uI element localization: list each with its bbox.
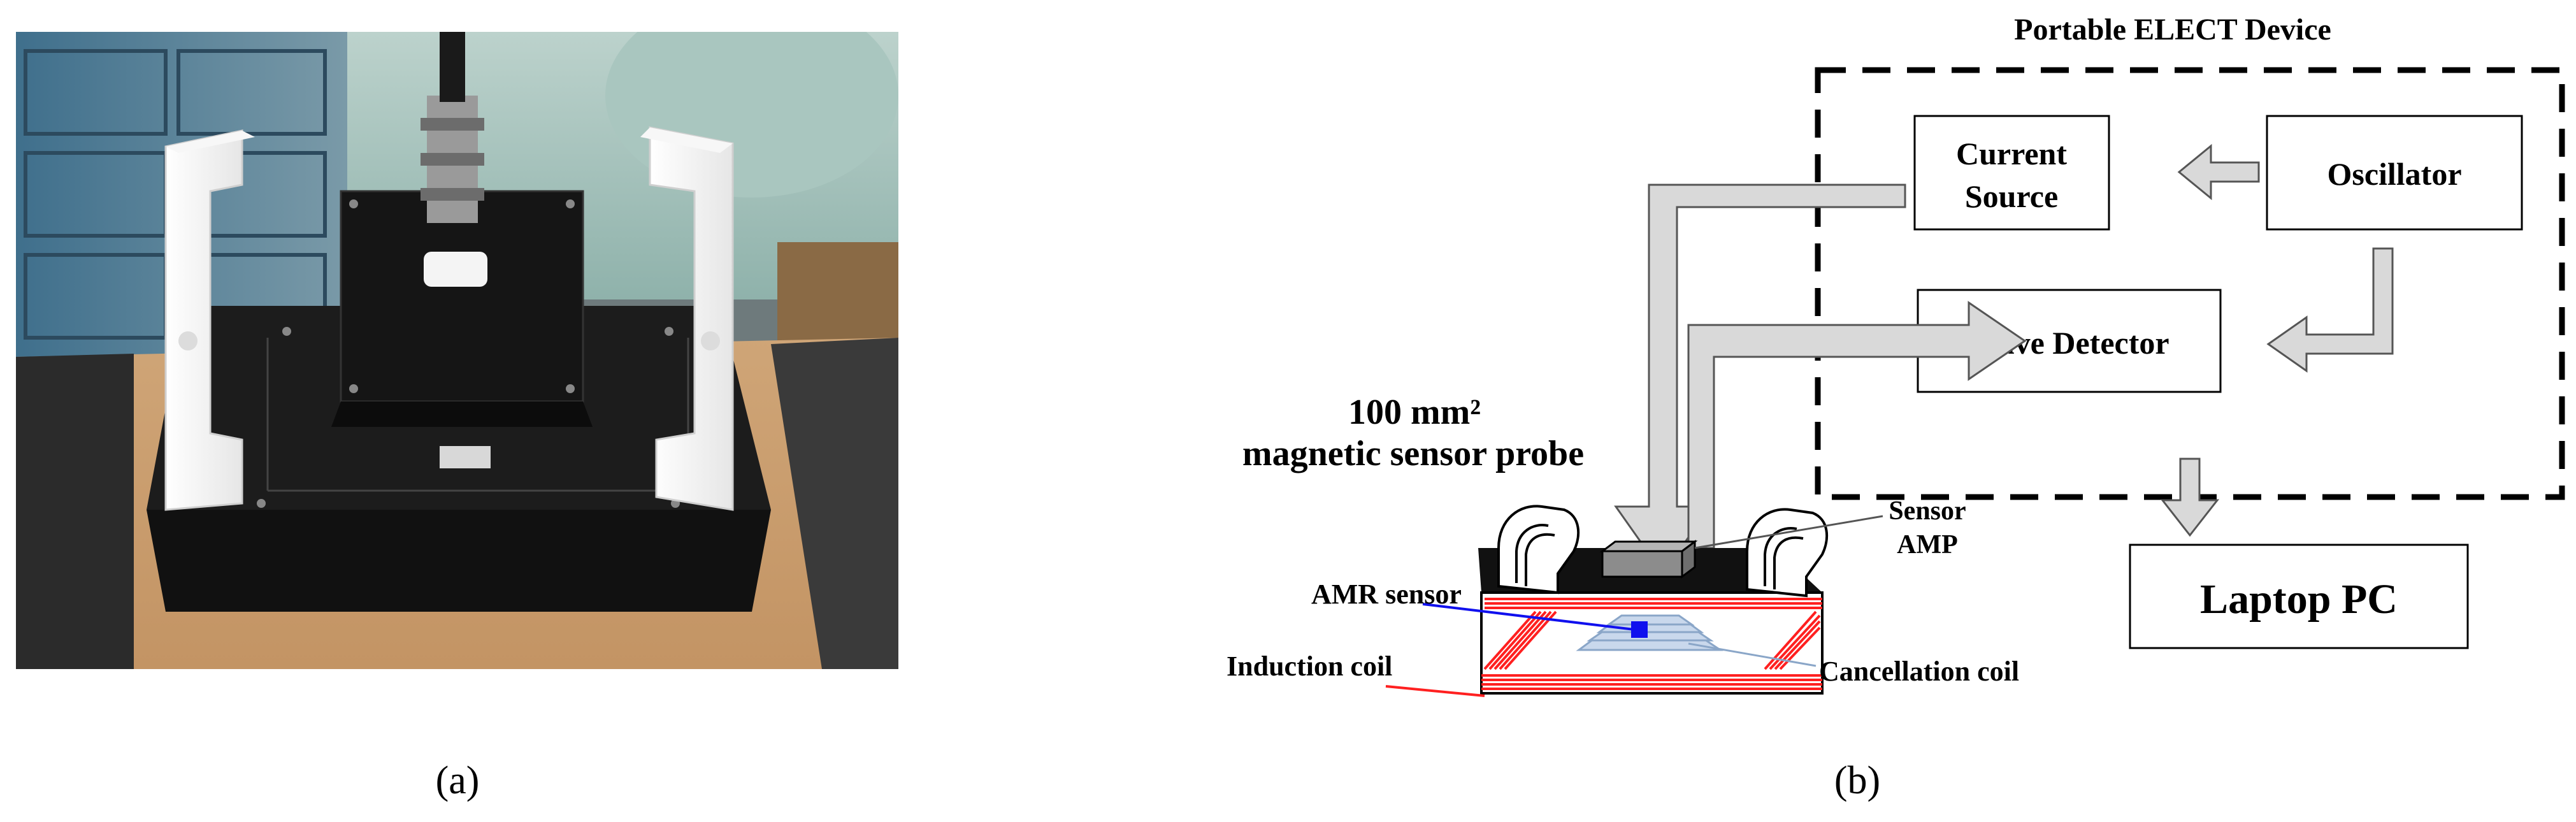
amr-sensor-label: AMR sensor — [1311, 579, 1462, 610]
current-source-label-2: Source — [1965, 178, 2058, 214]
sensor-amp-label-2: AMP — [1897, 530, 1958, 559]
sensor-amp-label-1: Sensor — [1889, 496, 1966, 526]
probe-title-2: magnetic sensor probe — [1242, 434, 1584, 473]
white-handle-right — [640, 126, 734, 511]
cancellation-coil-leader — [1688, 642, 1817, 667]
probe-handle-right — [1746, 508, 1829, 598]
arrow-source-to-probe — [1614, 184, 1906, 575]
panel-a-label: (a) — [436, 759, 480, 802]
current-source-label-1: Current — [1956, 136, 2067, 171]
arrow-probe-to-detector — [1687, 301, 2027, 549]
probe-handle-left — [1497, 505, 1580, 595]
photo-panel-a — [16, 32, 898, 669]
probe-base — [147, 510, 771, 612]
oscillator-box — [2266, 115, 2523, 231]
cancellation-coil-label: Cancellation coil — [1819, 656, 2019, 687]
cable — [440, 32, 465, 102]
current-source-box — [1913, 115, 2110, 231]
laptop-label: Laptop PC — [2200, 576, 2398, 623]
arrow-detector-to-laptop — [2160, 458, 2220, 537]
laptop-box — [2129, 544, 2469, 649]
induction-coil-leader — [1385, 685, 1485, 697]
probe-title-1: 100 mm² — [1348, 393, 1481, 432]
probe-drawing — [1478, 505, 1829, 695]
amr-sensor-leader — [1422, 603, 1635, 631]
arrow-oscillator-to-detector — [2266, 247, 2394, 373]
device-title: Portable ELECT Device — [2014, 13, 2331, 47]
induction-coil — [1481, 598, 1822, 690]
arrow-oscillator-to-source — [2177, 143, 2260, 201]
sensor-amp-box — [1599, 540, 1698, 579]
sensor-amp-leader — [1694, 515, 1883, 549]
induction-coil-label: Induction coil — [1227, 651, 1392, 682]
white-handle-left — [164, 129, 255, 511]
panel-b-label: (b) — [1834, 759, 1880, 802]
oscillator-label: Oscillator — [2327, 156, 2461, 192]
block-diagram: Portable ELECT Device Current Source Osc… — [1227, 13, 2565, 697]
probe-top-box — [340, 190, 584, 403]
